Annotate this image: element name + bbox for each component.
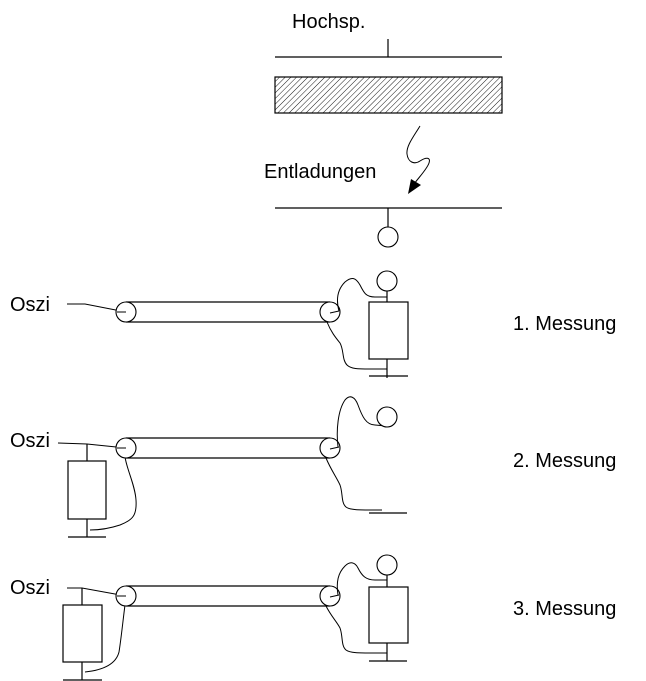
terminal-connector bbox=[376, 554, 398, 576]
dielectric-sample bbox=[274, 76, 503, 114]
discharge-label: Entladungen bbox=[264, 161, 376, 183]
left-resistor bbox=[67, 460, 107, 520]
shield-wire-left bbox=[89, 456, 137, 531]
shield-wire-right bbox=[325, 457, 382, 511]
scope-lead bbox=[67, 303, 127, 313]
right-resistor bbox=[368, 301, 409, 360]
core-wire bbox=[336, 396, 387, 448]
cable-right-end bbox=[319, 437, 341, 459]
cable-right-core bbox=[329, 310, 340, 314]
shield-wire-right bbox=[325, 605, 387, 654]
measurement-2: Oszi 2. Messung bbox=[10, 396, 616, 538]
measurement-label: 1. Messung bbox=[513, 313, 616, 335]
discharge-squiggle bbox=[406, 125, 430, 185]
scope-label: Oszi bbox=[10, 294, 50, 316]
shield-wire bbox=[326, 321, 387, 370]
shield-wire-left bbox=[84, 604, 126, 673]
measurement-label: 2. Messung bbox=[513, 450, 616, 472]
core-wire bbox=[336, 562, 387, 596]
measurement-label: 3. Messung bbox=[513, 598, 616, 620]
terminal-connector bbox=[377, 226, 399, 248]
terminal-connector bbox=[376, 270, 398, 292]
measurement-3: Oszi 3. Messung bbox=[10, 554, 616, 681]
cable-right-core bbox=[329, 446, 340, 450]
left-resistor bbox=[62, 604, 103, 663]
discharge-arrowhead-icon bbox=[408, 179, 421, 194]
scope-label: Oszi bbox=[10, 430, 50, 452]
terminal-connector bbox=[376, 406, 398, 428]
right-resistor bbox=[368, 586, 409, 644]
core-wire bbox=[336, 277, 387, 312]
high-voltage-label: Hochsp. bbox=[292, 11, 365, 33]
cable-right-end bbox=[319, 301, 341, 323]
scope-label: Oszi bbox=[10, 577, 50, 599]
test-cell: Hochsp. Entladungen bbox=[264, 11, 503, 248]
cable-right-core bbox=[329, 594, 340, 598]
measurement-1: Oszi 1. Messung bbox=[10, 270, 616, 378]
cable-right-end bbox=[319, 585, 341, 607]
